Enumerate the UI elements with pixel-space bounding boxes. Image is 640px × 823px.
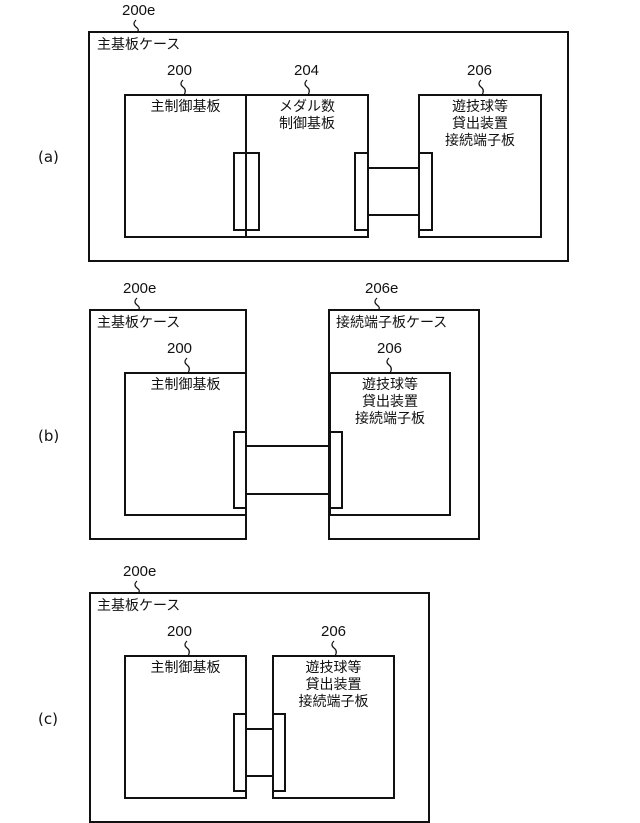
board-name-206-c: 遊技球等 貸出装置 接続端子板 [298,660,369,710]
panel-label-a: (a) [38,148,59,166]
connector-206-c [272,713,286,792]
board-name-204-a: メダル数 制御基板 [279,99,335,132]
leader-206e-b [374,297,380,311]
main-control-board-a [124,94,247,238]
leader-206-b [386,357,392,374]
board-name-200-b: 主制御基板 [150,377,221,393]
connector-204-a [354,152,369,231]
panel-b [89,297,480,540]
ref-204-a: 204 [294,62,320,79]
leader-200-b [184,357,190,374]
terminal-board-b [329,372,451,516]
leader-200e-b [134,297,140,311]
leader-206-a [478,79,484,96]
board-name-200-a: 主制御基板 [150,99,221,115]
connector-206-b [329,431,343,509]
ref-206-b: 206 [377,340,403,357]
terminal-board-a [418,94,542,238]
ref-206-a: 206 [467,62,493,79]
case-name-a: 主基板ケース [97,37,181,53]
main-control-board-c [124,655,247,799]
connector-206-a [418,152,433,231]
ref-206e-b: 206e [365,280,399,297]
leader-200e-a [133,19,139,33]
medal-count-control-board-a [245,94,369,238]
terminal-board-c [272,655,395,799]
ref-200e-c: 200e [123,563,157,580]
connector-200-b [233,431,247,509]
board-name-206-b: 遊技球等 貸出装置 接続端子板 [355,377,425,427]
leader-206-c [331,640,337,657]
ref-206-c: 206 [321,623,347,640]
panel-c [89,580,430,823]
leader-200e-c [134,580,140,594]
case-name-c: 主基板ケース [97,598,181,614]
board-name-200-c: 主制御基板 [150,660,221,676]
ref-200e-b: 200e [123,280,157,297]
leader-204-a [304,79,310,96]
case-name-200e-b: 主基板ケース [97,315,181,331]
connector-200-c [233,713,247,792]
leader-200-c [184,640,190,657]
ref-200e-a: 200e [122,2,156,19]
case-name-206e-b: 接続端子板ケース [336,315,448,331]
panel-label-c: (c) [38,710,58,728]
panel-label-b: (b) [38,427,60,445]
ref-200-c: 200 [167,623,193,640]
ref-200-b: 200 [167,340,193,357]
leader-200-a [180,79,186,96]
panel-a [88,19,569,262]
board-name-206-a: 遊技球等 貸出装置 接続端子板 [445,99,515,149]
ref-200-a: 200 [167,62,193,79]
main-control-board-b [124,372,247,516]
